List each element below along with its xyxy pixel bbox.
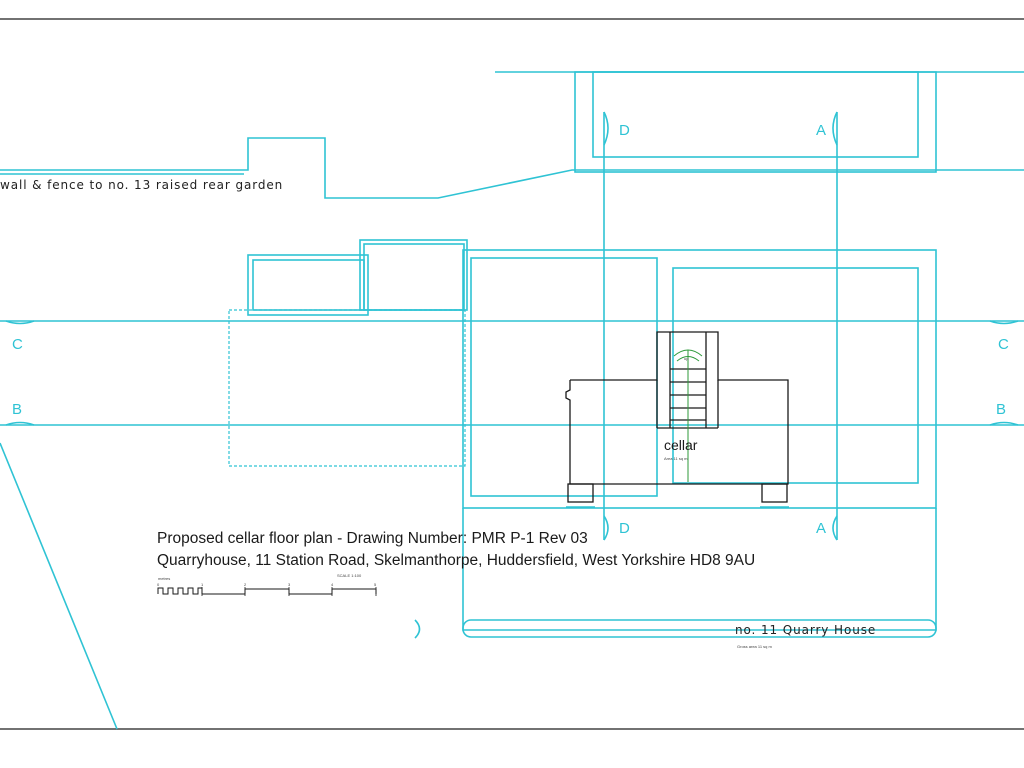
stair-up-note: up bbox=[684, 356, 689, 361]
section-label-b-left: B bbox=[12, 401, 22, 418]
house-right-room bbox=[672, 267, 919, 484]
scale-tick-label-0: 0 bbox=[157, 582, 160, 587]
extension-upper-right bbox=[359, 239, 468, 311]
house-left-room bbox=[470, 257, 658, 497]
section-label-c-left: C bbox=[12, 336, 23, 353]
scale-tick-label-5: 5 bbox=[374, 582, 377, 587]
section-d-top-arrow bbox=[603, 111, 609, 146]
section-label-c-right: C bbox=[998, 336, 1009, 353]
scale-tick-label-4: 4 bbox=[331, 582, 334, 587]
scale-tick-label-3: 3 bbox=[288, 582, 291, 587]
scale-tick-label-1: 1 bbox=[201, 582, 204, 587]
cellar-room-label: cellar bbox=[664, 437, 698, 453]
bay-marker bbox=[414, 619, 421, 639]
section-label-b-right: B bbox=[996, 401, 1006, 418]
extension-upper-left bbox=[247, 254, 369, 316]
cellar-outline bbox=[565, 331, 789, 485]
extension-upper-left-inner bbox=[252, 259, 365, 311]
section-label-d-bottom: D bbox=[619, 520, 630, 537]
scale-bar-fine bbox=[157, 587, 203, 595]
section-label-a-top: A bbox=[816, 122, 826, 139]
scale-bar: metres SCALE 1:100 0 1 2 3 4 5 bbox=[157, 573, 377, 596]
diagonal-boundary-line bbox=[0, 442, 118, 730]
drawing-title: Proposed cellar floor plan - Drawing Num… bbox=[157, 530, 588, 547]
extension-upper-right-inner bbox=[363, 243, 465, 311]
cellar-foundation-left bbox=[567, 483, 594, 503]
front-wall-strip bbox=[462, 619, 937, 638]
outbuilding-inner bbox=[592, 71, 919, 158]
house-outer-wall bbox=[462, 249, 937, 509]
section-label-d-top: D bbox=[619, 122, 630, 139]
section-a-top-arrow bbox=[832, 111, 838, 146]
section-d-bottom-arrow bbox=[603, 515, 609, 541]
boundary-wall-outline bbox=[0, 137, 1024, 199]
section-label-a-bottom: A bbox=[816, 520, 826, 537]
scale-tick-label-2: 2 bbox=[244, 582, 247, 587]
extension-dashed bbox=[228, 309, 466, 467]
house-name-label: no. 11 Quarry House bbox=[735, 623, 876, 637]
cellar-foundation-right bbox=[761, 483, 788, 503]
section-c-left-arrow bbox=[5, 320, 35, 325]
gross-area-label: Gross area 11 sq m bbox=[737, 644, 772, 649]
section-a-bottom-arrow bbox=[832, 515, 838, 541]
drawing-address: Quarryhouse, 11 Station Road, Skelmantho… bbox=[157, 552, 755, 569]
section-b-right-arrow bbox=[989, 421, 1019, 426]
boundary-note: wall & fence to no. 13 raised rear garde… bbox=[0, 178, 283, 192]
scale-unit-label: metres bbox=[158, 576, 170, 581]
section-c-right-arrow bbox=[989, 320, 1019, 325]
section-b-left-arrow bbox=[5, 421, 35, 426]
cellar-area-label: Area 11 sq m bbox=[664, 456, 688, 461]
scale-ratio-label: SCALE 1:100 bbox=[337, 573, 362, 578]
house-lower-extension bbox=[462, 508, 937, 631]
